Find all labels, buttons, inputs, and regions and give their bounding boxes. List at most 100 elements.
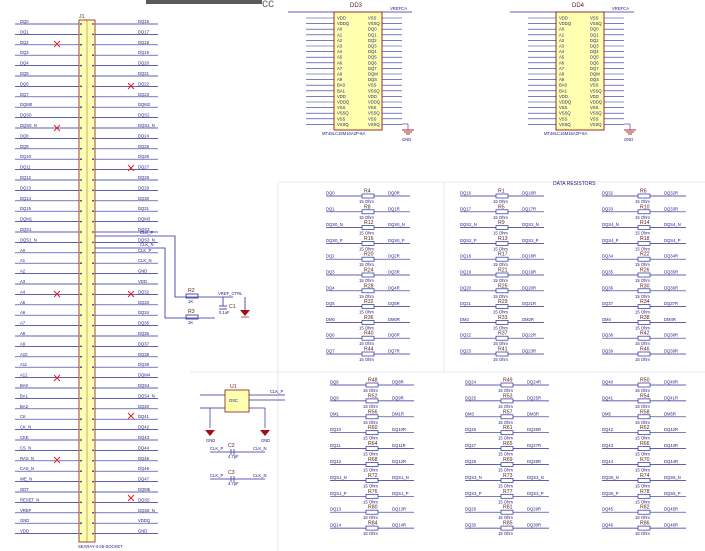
- connector-j1[interactable]: J1 SEARAY-4-25-SOCKET: [78, 14, 123, 549]
- no-connect-icon: [53, 374, 61, 382]
- resistor-body: [361, 209, 375, 215]
- resistor-body: [500, 398, 514, 404]
- resistor-net-out: DQ4R: [388, 285, 400, 290]
- resistor-net-in: DQ6: [326, 333, 335, 338]
- pin-dot: [80, 272, 82, 275]
- resistor-ref: R16: [364, 236, 374, 242]
- pin-net-right: DQ26: [138, 154, 150, 159]
- osc-gnd-left: [205, 430, 215, 436]
- pin-dot: [80, 459, 82, 462]
- resistor-net-out: DQS1_P: [392, 491, 409, 496]
- memory-pin-name-left: A5: [337, 55, 343, 60]
- resistor-value: 15 Ohm: [635, 294, 650, 299]
- resistor-net-out: DQ1R: [388, 206, 400, 211]
- resistor-net-in: DQS2_N: [460, 222, 477, 227]
- resistor-body: [637, 398, 651, 404]
- resistor-net-in: DQ33: [602, 206, 614, 211]
- memory-pin-name-right: DQM: [590, 72, 600, 77]
- pin-dot: [80, 231, 82, 233]
- resistor-net-out: DQ10R: [392, 427, 406, 432]
- resistor-ref: R1: [498, 189, 505, 195]
- pin-dot: [80, 137, 82, 140]
- resistor-value: 15 Ohm: [498, 468, 513, 473]
- memory-pin-name-right: VSSQ: [368, 88, 380, 93]
- connector-part: SEARAY-4-25-SOCKET: [78, 544, 123, 549]
- resistor-body: [495, 241, 509, 246]
- pin-net-left: RESET_N: [20, 497, 39, 502]
- no-connect-icon: [53, 456, 61, 464]
- resistor-net-out: DQ17R: [522, 206, 536, 211]
- resistor-value: 15 Ohm: [493, 310, 508, 315]
- resistor-body: [500, 493, 514, 499]
- pin-net-right: DQ40: [138, 404, 150, 409]
- pin-dot: [92, 418, 94, 421]
- resistor-ref: R28: [364, 283, 374, 289]
- pin-dot: [80, 199, 82, 202]
- resistor-ref: R66: [640, 441, 650, 447]
- resistor-value: 15 Ohm: [635, 483, 650, 488]
- oscillator-u1[interactable]: U1 OSC GND GND CLK_P: [200, 384, 285, 443]
- resistor-net-out: DQ39R: [664, 349, 678, 354]
- pin-dot: [92, 491, 94, 493]
- pin-net-right: DQS3_N: [138, 237, 155, 242]
- memory-pin-name-right: VDDQ: [368, 100, 381, 105]
- resistor-net-in: DQ3: [326, 270, 335, 275]
- memory-pin-name-left: A1: [337, 32, 343, 37]
- resistor-ref: R41: [498, 347, 508, 353]
- memory-body: [555, 11, 605, 131]
- pin-dot: [80, 251, 82, 254]
- resistor-ref: R20: [364, 252, 374, 258]
- pin-net-right: DQ29: [138, 185, 150, 190]
- resistor-ref: R48: [368, 378, 378, 384]
- pin-net-right: DQ46: [138, 466, 150, 471]
- resistor-net-out: DQ2R: [388, 254, 400, 259]
- resistor-net-in: DQS5_P: [602, 491, 619, 496]
- resistor-ref: R30: [640, 283, 650, 289]
- resistor-ref: R49: [503, 378, 513, 384]
- pin-dot: [80, 75, 82, 77]
- pin-net-left: DQS1_N: [20, 237, 37, 242]
- pin-dot: [80, 158, 82, 161]
- pin-net-left: RAS_N: [20, 456, 34, 461]
- pin-dot: [80, 335, 82, 337]
- resistor-value: 15 Ohm: [493, 278, 508, 283]
- osc-gnd-right: [260, 430, 270, 436]
- pin-dot: [80, 127, 82, 129]
- memory-body: [333, 11, 383, 131]
- memory-pin-name-right: DQ5: [368, 55, 377, 60]
- memory-pin-name-left: A3: [559, 44, 565, 49]
- resistor-net-in: DM1: [330, 411, 340, 416]
- osc-gnd-label-right: GND: [261, 438, 270, 443]
- memory-pin-name-right: DQ6: [368, 60, 377, 65]
- resistor-net-in: DQ2: [326, 254, 335, 259]
- resistor-net-in: DQ44: [602, 459, 614, 464]
- pin-dot: [92, 293, 94, 296]
- pin-net-right: GND: [138, 269, 147, 274]
- resistor-value: 15 Ohm: [359, 215, 374, 220]
- resistor-net-out: DQ18R: [522, 254, 536, 259]
- resistor-ref: R53: [503, 393, 513, 399]
- resistor-ref: R70: [640, 457, 650, 463]
- resistor-ref: R18: [640, 236, 650, 242]
- pin-net-right: DQM2: [138, 102, 151, 107]
- memory-pin-name-left: A9: [337, 77, 343, 82]
- pin-net-right: DQ21: [138, 71, 150, 76]
- resistor-net-out: DQ25R: [527, 395, 541, 400]
- resistor-body: [637, 209, 651, 215]
- memory-pin-name-right: DQ2: [590, 38, 599, 43]
- pin-net-right: DQ35: [138, 321, 150, 326]
- pin-dot: [92, 179, 94, 181]
- resistor-ref: R14: [640, 220, 650, 226]
- gnd-symbol: [240, 310, 250, 316]
- resistor-net-in: DQ13: [330, 507, 342, 512]
- resistor-body: [365, 414, 379, 420]
- memory-pin-name-right: DQS: [590, 77, 599, 82]
- resistor-net-out: DM2R: [522, 317, 534, 322]
- memory-part: MT48LC16M16A2P-6A: [544, 131, 587, 136]
- resistor-net-out: DM5R: [664, 411, 676, 416]
- resistor-ref: R5: [498, 204, 505, 210]
